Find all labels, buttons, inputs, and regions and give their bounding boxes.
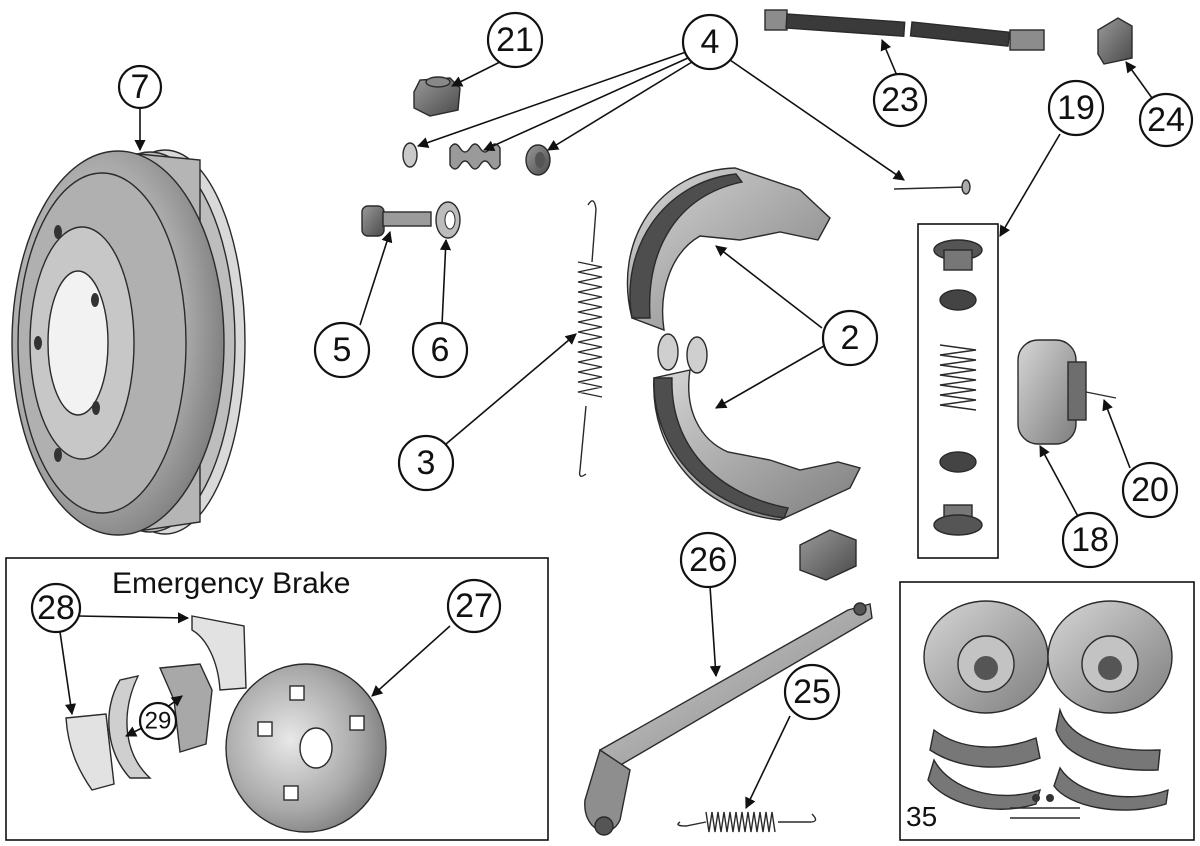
anchor-pin xyxy=(361,205,432,237)
brake-kit-panel: 35 xyxy=(899,581,1195,841)
svg-text:6: 6 xyxy=(431,331,450,369)
brake-fitting xyxy=(1097,17,1133,65)
callout-21: 21 xyxy=(486,11,544,69)
washer xyxy=(435,201,461,239)
callout-28: 28 xyxy=(30,582,82,634)
parking-brake-lever xyxy=(584,602,873,836)
brake-drum xyxy=(11,149,246,536)
emergency-brake-title: Emergency Brake xyxy=(112,567,350,600)
emergency-brake-panel: Emergency Brake xyxy=(5,557,549,841)
leader-lines xyxy=(59,38,1153,810)
svg-text:23: 23 xyxy=(881,81,919,119)
callout-27: 27 xyxy=(446,578,502,634)
svg-text:2: 2 xyxy=(841,319,860,357)
svg-text:19: 19 xyxy=(1057,89,1095,127)
callout-20: 20 xyxy=(1121,461,1179,519)
callout-25: 25 xyxy=(783,663,841,721)
callout-24: 24 xyxy=(1138,92,1194,148)
wheel-cylinder-kit xyxy=(917,223,999,559)
svg-text:18: 18 xyxy=(1071,521,1109,559)
svg-text:27: 27 xyxy=(455,587,493,625)
svg-text:7: 7 xyxy=(131,68,150,106)
callout-3: 3 xyxy=(397,434,455,492)
brake-shoes xyxy=(626,167,862,521)
svg-text:24: 24 xyxy=(1147,101,1185,139)
brake-hoses xyxy=(764,9,1045,51)
svg-text:20: 20 xyxy=(1131,471,1169,509)
svg-text:25: 25 xyxy=(793,673,831,711)
small-spring xyxy=(677,811,817,833)
svg-text:21: 21 xyxy=(496,21,534,59)
svg-text:4: 4 xyxy=(701,23,720,61)
callout-5: 5 xyxy=(313,321,371,379)
callout-26: 26 xyxy=(679,531,737,589)
callout-6: 6 xyxy=(411,321,469,379)
svg-text:29: 29 xyxy=(145,708,172,735)
callout-23: 23 xyxy=(872,72,928,128)
callout-29: 29 xyxy=(138,701,178,741)
svg-text:26: 26 xyxy=(689,541,727,579)
svg-text:3: 3 xyxy=(417,444,436,482)
svg-text:5: 5 xyxy=(333,331,352,369)
callout-18: 18 xyxy=(1061,511,1119,569)
castle-nut xyxy=(413,76,461,117)
callout-19: 19 xyxy=(1047,79,1105,137)
return-spring xyxy=(577,200,603,477)
callout-7: 7 xyxy=(117,64,163,110)
svg-text:28: 28 xyxy=(37,589,75,627)
wheel-cylinder xyxy=(1017,339,1117,445)
callout-4: 4 xyxy=(681,13,739,71)
callout-2: 2 xyxy=(821,309,879,367)
brake-kit-label: 35 xyxy=(906,801,937,832)
hold-down-kit xyxy=(402,142,971,195)
shoe-block xyxy=(799,529,857,581)
